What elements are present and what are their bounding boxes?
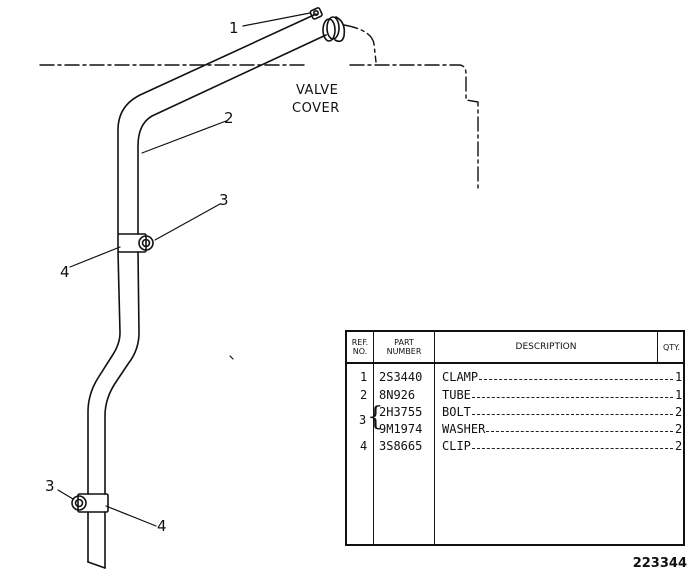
row-5-qty: 2 bbox=[675, 439, 683, 453]
row-2-description: TUBE bbox=[442, 388, 675, 402]
row-2-qty: 1 bbox=[675, 388, 683, 402]
callout-1: 1 bbox=[229, 19, 239, 37]
row-2-ref: 2 bbox=[360, 388, 368, 402]
clamp-1 bbox=[309, 7, 323, 20]
column-divider bbox=[373, 332, 374, 544]
row-5-ref: 4 bbox=[360, 439, 368, 453]
row-1-qty: 1 bbox=[675, 370, 683, 384]
parts-table: REF. NO. PART NUMBER DESCRIPTION QTY. 1 … bbox=[345, 330, 685, 546]
row-5-description: CLIP bbox=[442, 439, 675, 453]
row-3-group-ref: 3 bbox=[359, 413, 367, 427]
header-part-number: PART NUMBER bbox=[374, 332, 434, 364]
callout-4-upper: 4 bbox=[60, 263, 70, 281]
row-3-qty: 2 bbox=[675, 405, 683, 419]
row-4-qty: 2 bbox=[675, 422, 683, 436]
header-ref-no-line1: REF. bbox=[351, 338, 369, 347]
header-part-number-line1: PART bbox=[394, 338, 414, 347]
clip-upper bbox=[117, 233, 154, 253]
row-5-part: 3S8665 bbox=[379, 439, 423, 453]
valve-cover-label-line2: COVER bbox=[292, 101, 340, 116]
header-ref-no-line2: NO. bbox=[352, 347, 368, 356]
row-4-part: 9M1974 bbox=[379, 422, 423, 436]
tube-fitting bbox=[322, 16, 346, 43]
row-1-ref: 1 bbox=[360, 370, 368, 384]
stray-mark bbox=[229, 355, 234, 360]
header-description: DESCRIPTION bbox=[435, 332, 657, 364]
callout-3-upper: 3 bbox=[219, 191, 229, 209]
column-divider bbox=[657, 332, 658, 364]
clip-lower bbox=[71, 493, 109, 513]
valve-cover-outline bbox=[39, 24, 479, 191]
group-brace: { bbox=[367, 402, 384, 432]
row-1-description: CLAMP bbox=[442, 370, 675, 384]
valve-cover-label-line1: VALVE bbox=[296, 83, 339, 98]
tube-left-edge bbox=[87, 13, 317, 563]
leader-lines bbox=[57, 12, 311, 527]
header-ref-no: REF. NO. bbox=[347, 332, 373, 364]
header-qty: QTY. bbox=[658, 332, 685, 364]
drawing-number: 223344 bbox=[632, 556, 687, 571]
row-3-part: 2H3755 bbox=[379, 405, 423, 419]
row-2-part: 8N926 bbox=[379, 388, 416, 402]
callout-2: 2 bbox=[224, 109, 234, 127]
row-4-description: WASHER bbox=[442, 422, 675, 436]
header-part-number-line2: NUMBER bbox=[386, 347, 422, 356]
callout-4-lower: 4 bbox=[157, 517, 167, 535]
tube-right-edge bbox=[104, 34, 327, 569]
callout-3-lower: 3 bbox=[45, 477, 55, 495]
column-divider bbox=[434, 332, 435, 544]
row-3-description: BOLT bbox=[442, 405, 675, 419]
tube-cut-end bbox=[87, 561, 106, 569]
row-1-part: 2S3440 bbox=[379, 370, 423, 384]
